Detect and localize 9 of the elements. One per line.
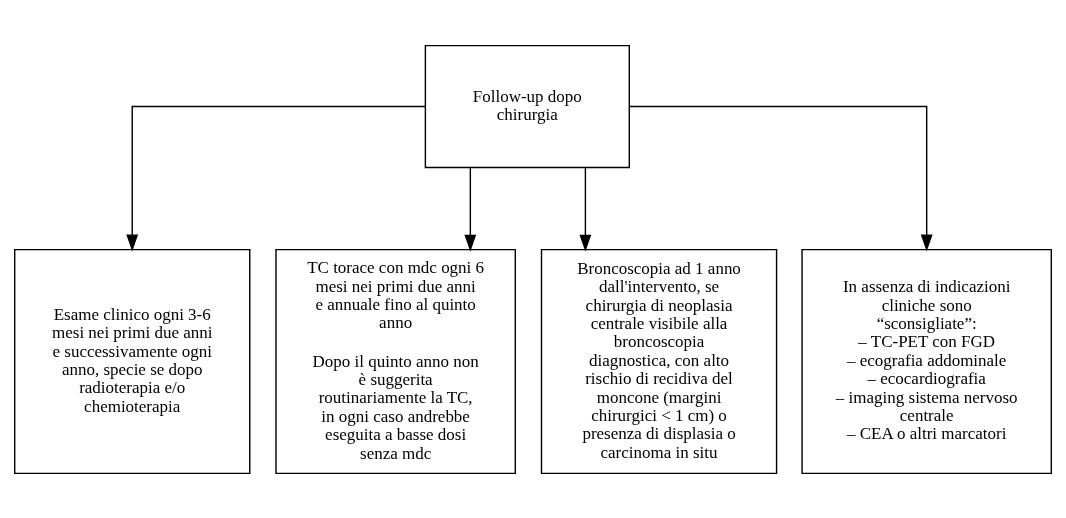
arrow [126,105,426,251]
arrow [628,105,933,251]
node-box: Follow-up dopo chirurgia [424,44,630,168]
node-box: Esame clinico ogni 3-6 mesi nei primi due anni e successivamente ogni anno, specie se dopo radioterapia e/o chemioterapia [14,248,251,474]
node-box: In assenza di indicazioni cliniche sono “sconsigliate”: – TC-PET con FGD – ecografia addominale – ecocardiografia – imaging sistema nervoso centrale – CEA o altri marcatori [801,248,1052,474]
arrow [579,166,592,252]
arrow [464,166,477,252]
node-box: Broncoscopia ad 1 anno dall'intervento, se chirurgia di neoplasia centrale visibile alla broncoscopia diagnostica, con alto rischio di recidiva del moncone (margini chirurgici < 1 cm) o presenza di displasia o carcinoma in situ [540,248,778,474]
node-box: TC torace con mdc ogni 6 mesi nei primi due anni e annuale fino al quinto anno Dopo il quinto anno non è suggerita routinariamente la TC, in ogni caso andrebbe eseguita a basse dosi senza mdc [275,248,516,474]
